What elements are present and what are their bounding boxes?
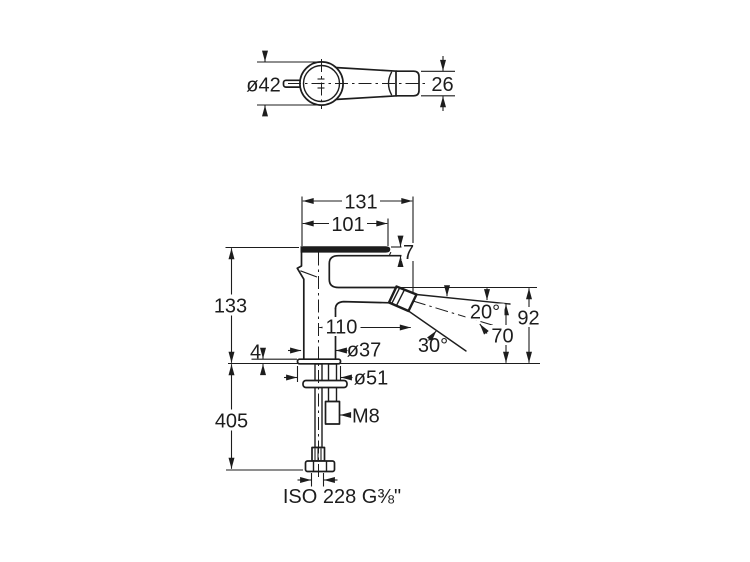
dim-spray-angle-upper: 20° [470, 302, 500, 324]
spray-lower-line [407, 310, 467, 352]
body-left-edge [296, 251, 305, 361]
lever-handle [300, 246, 391, 253]
neck-flare-line [300, 270, 318, 278]
front-view: 131 101 7 133 405 4 ø37 ø51 110 20° 30° … [211, 191, 543, 508]
dim-overall-reach: 131 [344, 192, 377, 214]
dim-body-diameter: ø37 [347, 340, 381, 362]
dim-connection-standard: ISO 228 G⅜" [283, 486, 401, 508]
dim-fixing-stud: M8 [352, 406, 380, 428]
spray-centerline [412, 300, 498, 327]
spout-underside [334, 300, 391, 310]
connector-nut-facets [312, 460, 328, 472]
clamping-washer [302, 379, 348, 389]
dim-spout-reach: 110 [326, 317, 358, 339]
base-flange [296, 358, 342, 365]
dim-handle-reach: 101 [331, 214, 364, 236]
dim-handle-thickness: 7 [403, 242, 414, 264]
top-view: ø42 26 [246, 50, 455, 117]
dim-spout-width: 26 [431, 74, 453, 96]
fixing-stud [324, 400, 341, 425]
dim-under-deck-height: 405 [215, 411, 248, 433]
angle-20-leader [479, 323, 489, 335]
dim-body-height: 133 [214, 296, 247, 318]
outlet-nozzle-grooves [391, 287, 405, 306]
front-view-extension-lines [225, 196, 540, 487]
connector-nut [304, 460, 336, 473]
handle-gap-contour [328, 254, 408, 289]
label-masks [211, 191, 543, 431]
dim-outlet-height-min: 70 [491, 326, 513, 348]
dim-spray-angle-lower: 30° [418, 335, 448, 357]
top-view-dimension-arrows [262, 50, 446, 117]
dim-base-thickness: 4 [250, 342, 261, 364]
dim-outlet-height-max: 92 [517, 308, 539, 330]
spray-upper-line [415, 293, 511, 305]
outlet-nozzle [387, 285, 418, 313]
angle-30-leader [427, 330, 437, 342]
lever-tip-edge [388, 251, 392, 256]
dim-handle-diameter: ø42 [246, 75, 280, 97]
spray-pattern [407, 285, 511, 352]
top-view-extension-lines [257, 61, 455, 106]
dim-base-diameter: ø51 [354, 368, 388, 390]
